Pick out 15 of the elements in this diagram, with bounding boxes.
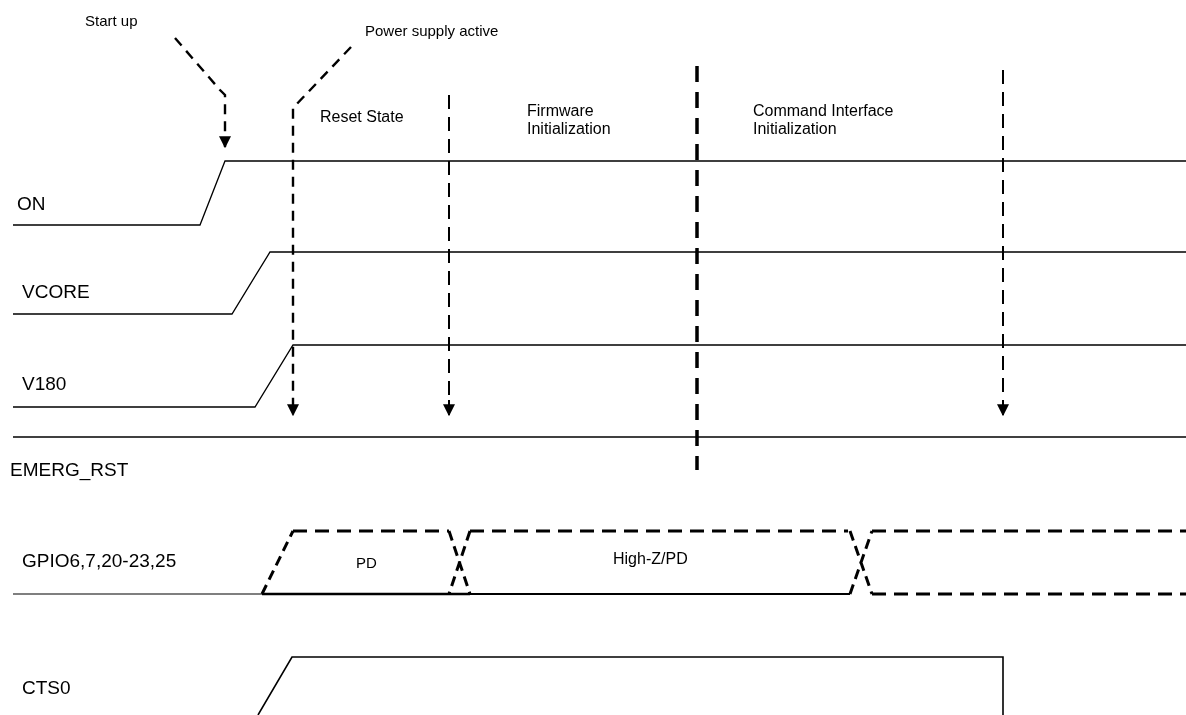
signal-label: ON [17,193,46,215]
signal-label: VCORE [22,281,90,303]
signal-label: GPIO6,7,20-23,25 [22,550,177,572]
signal-label: EMERG_RST [10,459,129,481]
callout-text: Start up [85,12,138,30]
state-label: PD [356,554,377,572]
phase-label: Reset State [320,108,404,127]
signal-label: CTS0 [22,677,71,699]
leader-line [287,46,352,417]
phase-label: Command Interface Initialization [753,102,895,139]
callout-text: Power supply active [365,22,499,40]
signal-label: V180 [22,373,67,395]
phase-label: Firmware Initialization [527,102,612,139]
state-label: High-Z/PD [613,550,688,569]
leader-line [174,37,231,149]
